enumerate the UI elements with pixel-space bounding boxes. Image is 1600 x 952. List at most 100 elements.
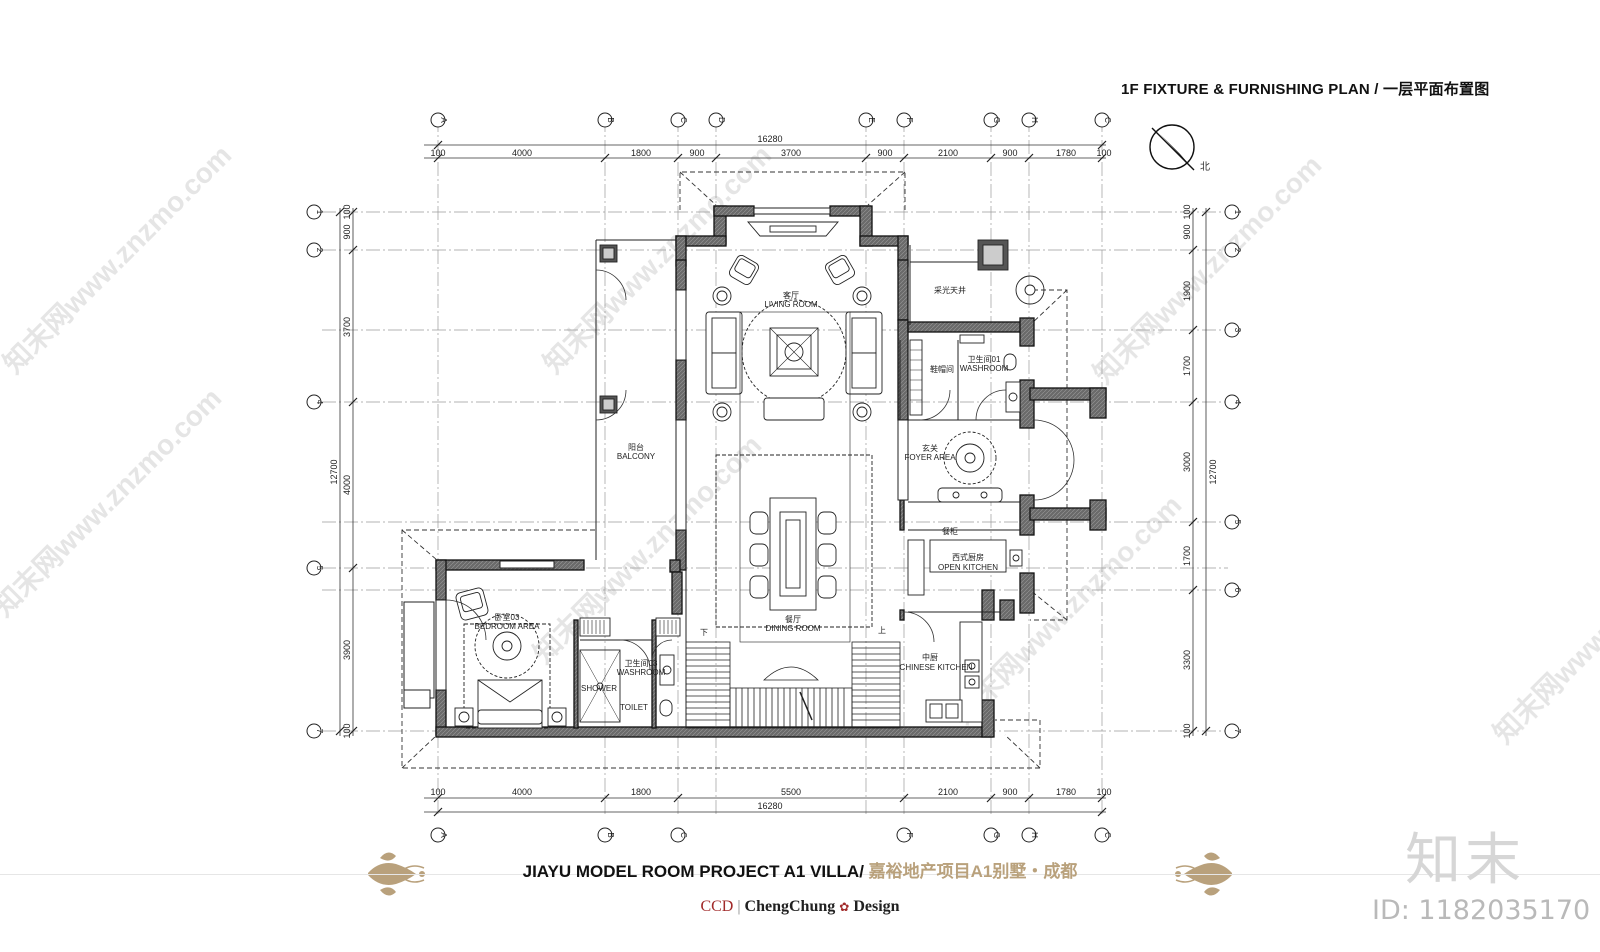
axis-label-top-f: F xyxy=(905,118,914,123)
room-balcony-en: BALCONY xyxy=(617,452,656,461)
dim-bottom-total: 16280 xyxy=(757,801,782,811)
room-cloakroom-cn: 鞋帽间 xyxy=(930,364,954,374)
brand-name-2: Design xyxy=(853,898,900,915)
watermark-diagonal-5: 知末网www.znzmo.com xyxy=(527,428,768,669)
brand-separator: | xyxy=(737,898,741,915)
footer-divider xyxy=(0,874,1600,875)
watermark-diagonal-1: 知末网www.znzmo.com xyxy=(0,138,237,379)
room-skylight-cn: 采光天井 xyxy=(934,285,966,295)
dim-right-1: 900 xyxy=(1182,224,1192,239)
dimension-ticks xyxy=(335,140,1211,817)
door-swings xyxy=(445,269,1075,671)
dim-right-2: 1900 xyxy=(1182,281,1192,301)
room-dining-cn: 餐厅 xyxy=(785,615,801,624)
project-title-cn: 嘉裕地产项目A1别墅・成都 xyxy=(863,862,1078,881)
dim-bottom-7: 100 xyxy=(1096,787,1111,797)
room-chinesekitchen-cn: 中厨 xyxy=(922,652,938,662)
axis-label-top-b: B xyxy=(606,117,615,122)
room-foyer-en: FOYER AREA xyxy=(904,453,956,462)
axis-bubbles-right xyxy=(1224,204,1240,739)
axis-label-bottom-c: C xyxy=(679,832,688,838)
room-labels: 客厅 LIVING ROOM 阳台 BALCONY 采光天井 卫生间01 WAS… xyxy=(475,285,1009,712)
axis-label-right-6: 6 xyxy=(1233,588,1242,593)
room-dining-en: DINING ROOM xyxy=(765,624,820,633)
windows xyxy=(403,207,909,709)
dim-top-2: 1800 xyxy=(631,148,651,158)
axis-bubbles-top xyxy=(430,112,1110,128)
axis-label-top-e: E xyxy=(867,117,876,122)
watermark-logo: 知末 xyxy=(1405,828,1525,893)
axis-label-left-5: 5 xyxy=(315,566,324,571)
dim-right-3: 1700 xyxy=(1182,356,1192,376)
axis-label-left-2: 2 xyxy=(315,248,324,253)
dim-left-total: 12700 xyxy=(329,459,339,484)
dim-left-3: 4000 xyxy=(342,475,352,495)
dim-bottom-6: 1780 xyxy=(1056,787,1076,797)
furniture xyxy=(454,221,1045,729)
dim-left-0: 100 xyxy=(342,204,352,219)
axis-label-bottom-h: H xyxy=(1030,832,1039,838)
dim-bottom-5: 900 xyxy=(1002,787,1017,797)
room-washroom03-en: WASHROOM xyxy=(617,668,666,677)
dimension-text-left: 12700 100 900 3700 4000 3900 100 xyxy=(329,204,352,738)
brand-flower-icon: ✿ xyxy=(839,900,850,914)
axis-label-right-1: 1 xyxy=(1233,210,1242,215)
axis-label-top-c: C xyxy=(679,117,688,123)
room-washroom03-cn: 卫生间03 xyxy=(625,658,658,668)
dim-top-8: 1780 xyxy=(1056,148,1076,158)
watermark-diagonal-4: 知末网www.znzmo.com xyxy=(0,381,227,622)
axis-label-bottom-c2: C xyxy=(1103,832,1112,838)
axis-label-bottom-b: B xyxy=(606,832,615,837)
room-living-en: LIVING ROOM xyxy=(764,300,818,309)
north-arrow: 北 xyxy=(1149,124,1210,173)
room-foyer-cn: 玄关 xyxy=(922,443,938,453)
walls xyxy=(435,205,1107,738)
room-bedroom-en: BEDROOM AREA xyxy=(475,622,541,631)
dim-top-0: 100 xyxy=(430,148,445,158)
watermark-id: ID: 1182035170 xyxy=(1372,895,1591,926)
dim-right-total: 12700 xyxy=(1208,459,1218,484)
room-washroom01-en: WASHROOM xyxy=(960,364,1009,373)
stair-up-mark: 上 xyxy=(878,626,886,635)
axis-label-bottom-g: G xyxy=(992,832,1001,838)
dim-left-4: 3900 xyxy=(342,640,352,660)
north-label: 北 xyxy=(1200,161,1210,173)
watermark-diagonal-3: 知末网www.znzmo.com xyxy=(1087,148,1328,389)
dim-left-1: 900 xyxy=(342,224,352,239)
dim-right-7: 100 xyxy=(1182,723,1192,738)
dim-left-5: 100 xyxy=(342,723,352,738)
dim-bottom-0: 100 xyxy=(430,787,445,797)
axis-label-bottom-f: F xyxy=(905,833,914,838)
room-shower-en: SHOWER xyxy=(581,684,617,693)
dim-top-1: 4000 xyxy=(512,148,532,158)
room-toilet-en: TOILET xyxy=(620,703,648,712)
brand-ccd: CCD xyxy=(700,898,734,915)
room-chinesekitchen-en: CHINESE KITCHEN xyxy=(900,663,973,672)
room-washroom01-cn: 卫生间01 xyxy=(968,354,1001,364)
room-bedroom-cn: 卧室03 xyxy=(495,612,520,622)
dim-top-total: 16280 xyxy=(757,134,782,144)
dim-bottom-1: 4000 xyxy=(512,787,532,797)
axis-label-top-h: H xyxy=(1030,117,1039,123)
dim-right-5: 1700 xyxy=(1182,546,1192,566)
dimension-text-top: 16280 100 4000 1800 900 3700 900 2100 90… xyxy=(430,134,1111,158)
axis-label-right-4: 4 xyxy=(1233,400,1242,405)
dim-bottom-2: 1800 xyxy=(631,787,651,797)
axis-label-left-7: 7 xyxy=(315,729,324,734)
dim-top-6: 2100 xyxy=(938,148,958,158)
axis-bubbles-left xyxy=(306,204,322,739)
dim-right-6: 3300 xyxy=(1182,650,1192,670)
eaves-outline xyxy=(401,171,1068,769)
dimension-lines xyxy=(339,144,1207,813)
dim-right-4: 3000 xyxy=(1182,452,1192,472)
axis-label-right-2: 2 xyxy=(1233,248,1242,253)
project-title-en: JIAYU MODEL ROOM PROJECT A1 VILLA/ xyxy=(522,862,864,881)
room-sideboard-cn: 餐柜 xyxy=(942,526,958,536)
stair-down-mark: 下 xyxy=(700,628,708,637)
dim-left-2: 3700 xyxy=(342,317,352,337)
room-balcony-cn: 阳台 xyxy=(628,442,644,452)
brand-name-1: ChengChung xyxy=(744,898,836,915)
axis-label-bottom-a: A xyxy=(439,832,448,838)
room-openkitchen-en: OPEN KITCHEN xyxy=(938,563,998,572)
